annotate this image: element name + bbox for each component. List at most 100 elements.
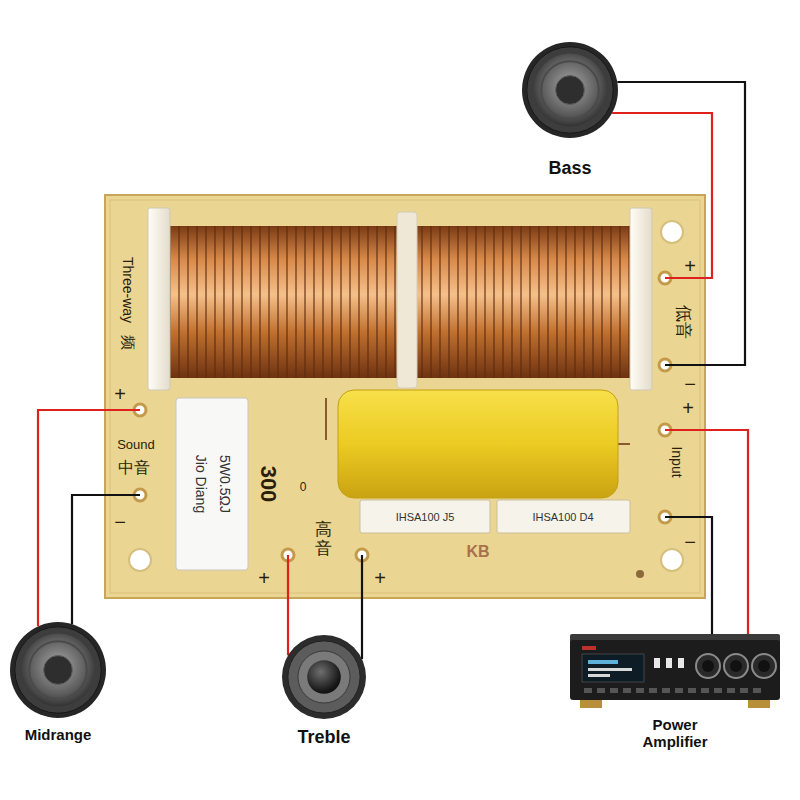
- speaker-cone-ring: [29, 641, 87, 699]
- resistor-marking: Jio Diang: [193, 455, 209, 513]
- board-marking: 高音: [315, 521, 332, 558]
- mounting-hole: [661, 221, 683, 243]
- cement-resistor: [497, 500, 630, 533]
- board-marking: 中音: [118, 459, 150, 477]
- bobbin-end: [148, 208, 170, 390]
- speaker-icon: [10, 622, 106, 718]
- amp-button: [610, 688, 618, 693]
- speaker-frame: [522, 42, 618, 138]
- tweeter-dome: [307, 660, 341, 694]
- resistor-marking: IHSA100 D4: [532, 511, 593, 524]
- terminal-sign: −: [684, 373, 696, 396]
- speaker-surround: [527, 47, 613, 133]
- terminal-sign: +: [114, 383, 126, 406]
- part-caption: Treble: [297, 727, 350, 748]
- board-marking: Three-way: [120, 257, 136, 323]
- speaker-icon: [282, 635, 366, 719]
- speaker-cone-ring: [541, 61, 599, 119]
- amp-button: [649, 688, 657, 693]
- board-marking: 0: [300, 481, 307, 495]
- terminal-sign: +: [682, 397, 694, 420]
- resistor-marking: IHSA100 J5: [396, 511, 455, 524]
- board-marking: 300: [255, 466, 280, 503]
- amp-button: [740, 688, 748, 693]
- terminal-sign: +: [684, 255, 696, 278]
- bass-speaker: Bass: [522, 42, 618, 179]
- knob-cap: [758, 660, 770, 672]
- board-marking: Input: [669, 446, 685, 477]
- amplifier-icon: [570, 632, 780, 710]
- power-amplifier: Power Amplifier: [570, 632, 780, 751]
- circuit-board: [105, 195, 705, 598]
- amp-knob: [696, 654, 720, 678]
- terminal-sign: +: [374, 567, 386, 590]
- board-marking: Sound: [117, 438, 155, 453]
- knob-cap: [730, 660, 742, 672]
- amp-button: [584, 688, 592, 693]
- film-capacitor: [338, 390, 618, 498]
- knob-cap: [702, 660, 714, 672]
- part-caption: Bass: [548, 158, 591, 179]
- speaker-surround: [15, 627, 101, 713]
- speaker-wire: [287, 555, 289, 655]
- terminal-holes: [134, 272, 671, 561]
- via-hole: [636, 570, 644, 578]
- amp-led: [654, 658, 660, 668]
- tweeter-faceplate: [288, 641, 360, 713]
- speaker-cone: [22, 634, 95, 707]
- speaker-wire: [612, 113, 712, 278]
- bobbin-end: [630, 208, 652, 390]
- midrange-speaker: Midrange: [10, 622, 106, 743]
- mounting-hole: [129, 549, 151, 571]
- cement-resistor: [360, 500, 490, 533]
- amp-knob: [752, 654, 776, 678]
- speaker-icon: [522, 42, 618, 138]
- amp-led: [678, 658, 684, 668]
- dust-cap: [556, 76, 585, 105]
- amp-display: [582, 654, 644, 682]
- dust-cap: [44, 656, 73, 685]
- amp-button: [675, 688, 683, 693]
- capacitor-lead: [325, 398, 327, 440]
- resistor-marking: 5W0.5ΩJ: [217, 455, 233, 513]
- board-edge: [110, 200, 700, 593]
- cable-tie: [397, 212, 417, 388]
- amp-button: [753, 688, 761, 693]
- speaker-wire: [665, 430, 748, 635]
- board-marking: 频: [119, 335, 136, 350]
- board-marking: 低音: [673, 305, 693, 339]
- watermark: KB: [466, 543, 489, 561]
- crossover-board: Three-way: [105, 195, 705, 598]
- part-caption: Midrange: [25, 726, 92, 743]
- amp-button: [662, 688, 670, 693]
- amp-body: [570, 640, 780, 700]
- terminal-sign: −: [684, 531, 696, 554]
- amp-button: [714, 688, 722, 693]
- amp-button: [727, 688, 735, 693]
- amp-led: [666, 658, 672, 668]
- speaker-wire: [72, 495, 140, 624]
- terminal-sign: +: [258, 567, 270, 590]
- speaker-cone: [534, 54, 607, 127]
- part-caption: Power Amplifier: [619, 716, 731, 751]
- cement-resistor: [176, 398, 248, 570]
- amp-button: [701, 688, 709, 693]
- treble-speaker: Treble: [282, 635, 366, 748]
- display-bar: [588, 674, 610, 677]
- amp-foot: [748, 700, 770, 708]
- tweeter-waveguide: [298, 651, 350, 703]
- amp-button: [636, 688, 644, 693]
- amp-button: [597, 688, 605, 693]
- speaker-wire: [617, 82, 745, 365]
- display-bar: [588, 668, 632, 671]
- amp-button: [623, 688, 631, 693]
- speaker-wire: [665, 517, 712, 635]
- tweeter-frame: [282, 635, 366, 719]
- amp-logo: [582, 646, 596, 650]
- mounting-hole: [661, 549, 683, 571]
- display-bar: [588, 660, 618, 664]
- speaker-frame: [10, 622, 106, 718]
- terminal-sign: −: [114, 511, 126, 534]
- speaker-wire: [361, 555, 363, 659]
